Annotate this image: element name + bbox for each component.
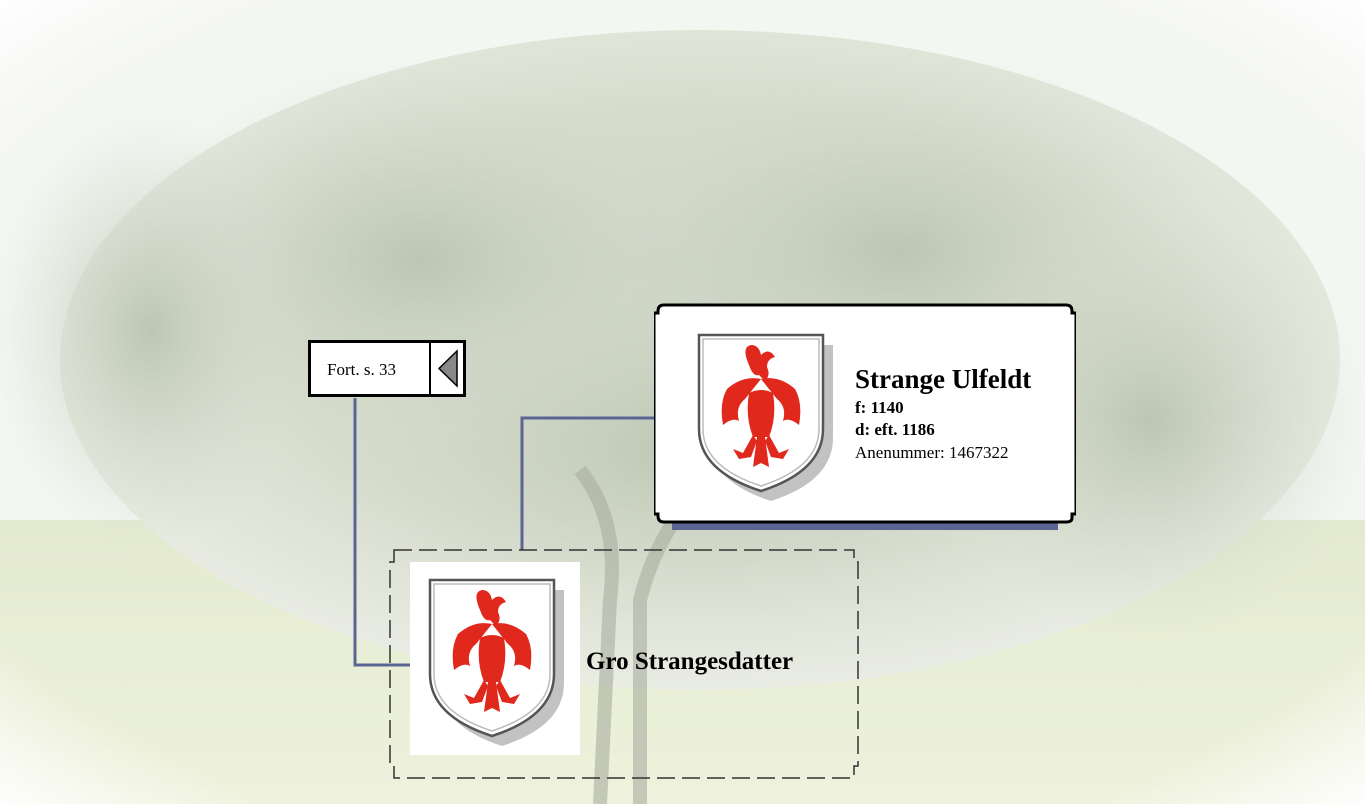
connector-child-to-father — [520, 416, 658, 550]
father-ancestor-number: Anenummer: 1467322 — [855, 443, 1009, 462]
father-name: Strange Ulfeldt — [855, 364, 1032, 394]
red-eagle-shield-icon — [410, 562, 580, 755]
continuation-link[interactable]: Fort. s. 33 — [308, 340, 466, 397]
father-birth: f: 1140 — [855, 398, 904, 417]
triangle-left-icon[interactable] — [429, 343, 463, 394]
father-death: d: eft. 1186 — [855, 420, 935, 439]
child-card-frame — [389, 549, 859, 779]
child-card[interactable]: Gro Strangesdatter — [388, 548, 862, 782]
red-eagle-shield-icon — [679, 317, 849, 510]
child-name: Gro Strangesdatter — [586, 648, 794, 675]
connector-continuation-to-child — [353, 398, 410, 667]
father-card[interactable]: Strange Ulfeldt f: 1140 d: eft. 1186 Ane… — [654, 300, 1076, 534]
continuation-label: Fort. s. 33 — [327, 360, 396, 379]
